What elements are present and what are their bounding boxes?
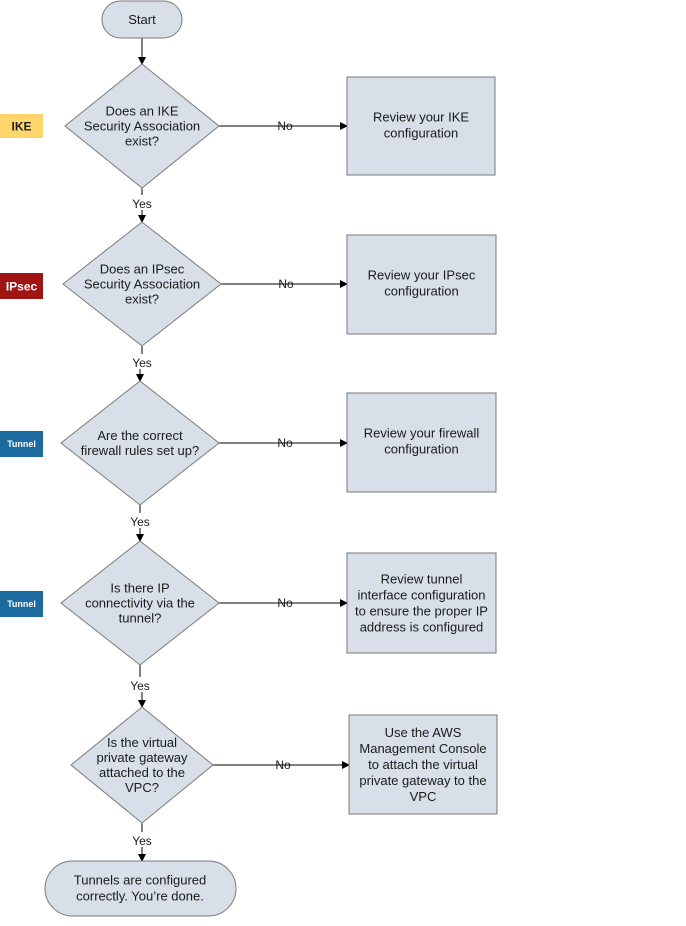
yes-label: Yes xyxy=(132,197,152,211)
decision-text-line: exist? xyxy=(125,292,159,307)
action-text-line: interface configuration xyxy=(358,588,486,603)
decision-diamond xyxy=(62,221,222,347)
action-text-line: configuration xyxy=(384,442,458,457)
action-box xyxy=(348,714,498,815)
action-text-line: Review your firewall xyxy=(364,426,480,441)
decision-text-line: Does an IKE xyxy=(106,104,179,119)
action-text-line: private gateway to the xyxy=(359,773,486,788)
end-text-line: correctly. You’re done. xyxy=(76,889,204,904)
yes-label: Yes xyxy=(130,679,150,693)
start-label: Start xyxy=(128,12,156,27)
no-label: No xyxy=(277,119,293,133)
yes-label: Yes xyxy=(132,834,152,848)
action-text-line: configuration xyxy=(384,126,458,141)
decision-text-line: Security Association xyxy=(84,119,200,134)
connector-layer xyxy=(136,38,350,862)
no-label: No xyxy=(278,277,294,291)
yes-label: Yes xyxy=(132,356,152,370)
action-box xyxy=(346,552,497,654)
action-text-line: Review your IPsec xyxy=(368,268,476,283)
action-text-line: Review your IKE xyxy=(373,110,469,125)
decision-text-line: Security Association xyxy=(84,277,200,292)
decision-text-line: VPC? xyxy=(125,780,159,795)
action-text-line: Use the AWS xyxy=(385,725,462,740)
no-label: No xyxy=(277,436,293,450)
category-badge-label: IPsec xyxy=(6,279,38,293)
start-terminator xyxy=(101,0,183,39)
decision-text-line: exist? xyxy=(125,134,159,149)
decision-text-line: Does an IPsec xyxy=(100,262,185,277)
category-badge xyxy=(0,431,43,457)
decision-text-line: attached to the xyxy=(99,765,185,780)
action-box xyxy=(346,234,497,335)
no-label: No xyxy=(275,758,291,772)
decision-text-line: connectivity via the xyxy=(85,596,195,611)
action-text-line: address is configured xyxy=(360,620,484,635)
end-text-line: Tunnels are configured xyxy=(74,873,207,888)
category-badge xyxy=(0,114,43,138)
decision-diamond xyxy=(60,380,220,506)
decision-text-line: Is the virtual xyxy=(107,735,177,750)
category-badge xyxy=(0,591,43,617)
action-text-line: VPC xyxy=(410,789,437,804)
decision-text-line: private gateway xyxy=(96,750,188,765)
decision-diamond xyxy=(60,540,220,666)
end-terminator xyxy=(44,860,237,917)
action-box xyxy=(346,392,497,493)
action-text-line: configuration xyxy=(384,284,458,299)
category-badge xyxy=(0,273,43,299)
action-text-line: to ensure the proper IP xyxy=(355,604,488,619)
decision-text-line: firewall rules set up? xyxy=(81,443,200,458)
decision-text-line: Is there IP xyxy=(110,581,169,596)
decision-diamond xyxy=(70,706,214,824)
action-text-line: Management Console xyxy=(359,741,486,756)
category-badge-label: IKE xyxy=(11,119,31,133)
category-badge-label: Tunnel xyxy=(7,439,36,449)
decision-text-line: tunnel? xyxy=(119,611,162,626)
action-text-line: to attach the virtual xyxy=(368,757,478,772)
yes-label: Yes xyxy=(130,515,150,529)
decision-text-line: Are the correct xyxy=(97,428,183,443)
decision-diamond xyxy=(64,63,220,189)
category-badge-label: Tunnel xyxy=(7,599,36,609)
action-text-line: Review tunnel xyxy=(381,572,463,587)
action-box xyxy=(346,76,496,176)
no-label: No xyxy=(277,596,293,610)
